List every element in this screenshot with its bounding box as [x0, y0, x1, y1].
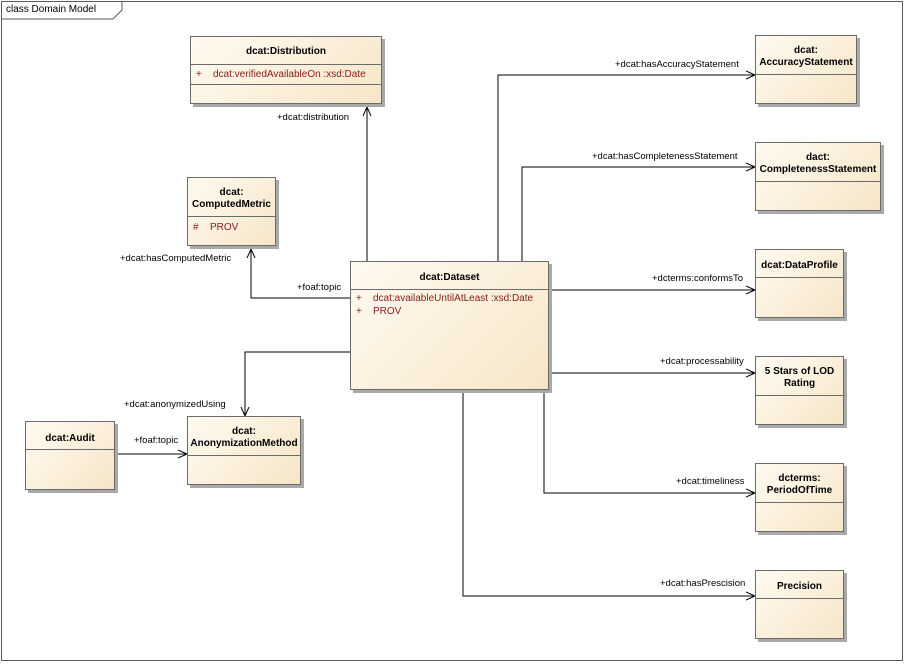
edge-label-has-accuracy-statement: +dcat:hasAccuracyStatement [615, 59, 739, 70]
edge-label-timeliness: +dcat:timeliness [676, 476, 745, 487]
edge-has-computed-metric[interactable] [251, 249, 350, 298]
class-attribute: +PROV [356, 306, 402, 317]
class-attribute: +dcat:availableUntilAtLeast :xsd:Date [356, 293, 534, 304]
class-audit[interactable]: dcat:Audit [25, 421, 115, 490]
class-name: 5 Stars of LOD Rating [764, 366, 835, 389]
class-attribute: #PROV [193, 222, 239, 233]
edge-label-foaf-topic-dataset: +foaf:topic [297, 282, 342, 293]
class-name: dcat:Audit [45, 433, 95, 444]
class-distribution[interactable]: dcat:Distribution +dcat:verifiedAvailabl… [190, 36, 382, 104]
edge-has-accuracy-statement[interactable] [497, 75, 755, 262]
edge-label-has-computed-metric: +dcat:hasComputedMetric [120, 253, 232, 264]
diagram-title: class Domain Model [6, 4, 97, 15]
class-name: Precision [776, 581, 823, 592]
class-dataset[interactable]: dcat:Dataset +dcat:availableUntilAtLeast… [350, 261, 549, 390]
class-name: dcterms: PeriodOfTime [766, 473, 833, 496]
edge-label-has-prescision: +dcat:hasPrescision [660, 578, 746, 589]
edge-anonymized-using[interactable] [245, 351, 350, 416]
edge-label-foaf-topic-audit: +foaf:topic [134, 435, 179, 446]
edge-label-conforms-to: +dcterms:conformsTo [652, 273, 744, 284]
class-attribute: +dcat:verifiedAvailableOn :xsd:Date [196, 69, 366, 80]
class-name: dcat: AccuracyStatement [759, 45, 853, 68]
edge-label-distribution: +dcat:distribution [277, 112, 350, 123]
class-name: dcat: ComputedMetric [192, 187, 271, 210]
class-computed-metric[interactable]: dcat: ComputedMetric #PROV [187, 177, 276, 246]
edge-timeliness[interactable] [543, 390, 755, 493]
class-name: dcat:Dataset [419, 272, 480, 283]
class-data-profile[interactable]: dcat:DataProfile [755, 249, 844, 318]
edge-has-completeness-statement[interactable] [521, 167, 755, 262]
class-period-of-time[interactable]: dcterms: PeriodOfTime [755, 463, 844, 532]
class-precision[interactable]: Precision [755, 570, 844, 639]
edge-has-prescision[interactable] [462, 390, 755, 596]
class-accuracy-statement[interactable]: dcat: AccuracyStatement [755, 35, 857, 104]
edge-label-processability: +dcat:processability [660, 356, 744, 367]
class-lod-rating[interactable]: 5 Stars of LOD Rating [755, 356, 844, 425]
frame-tab-outline [1, 1, 123, 20]
class-name: dcat:DataProfile [761, 260, 838, 271]
edge-label-has-completeness-statement: +dcat:hasCompletenessStatement [592, 151, 738, 162]
edge-label-anonymized-using: +dcat:anonymizedUsing [124, 399, 226, 410]
class-name: dact: CompletenessStatement [759, 152, 877, 175]
class-completeness-statement[interactable]: dact: CompletenessStatement [755, 142, 881, 211]
class-anonymization-method[interactable]: dcat: AnonymizationMethod [187, 416, 301, 485]
class-name: dcat: AnonymizationMethod [190, 426, 298, 449]
class-name: dcat:Distribution [246, 46, 326, 57]
